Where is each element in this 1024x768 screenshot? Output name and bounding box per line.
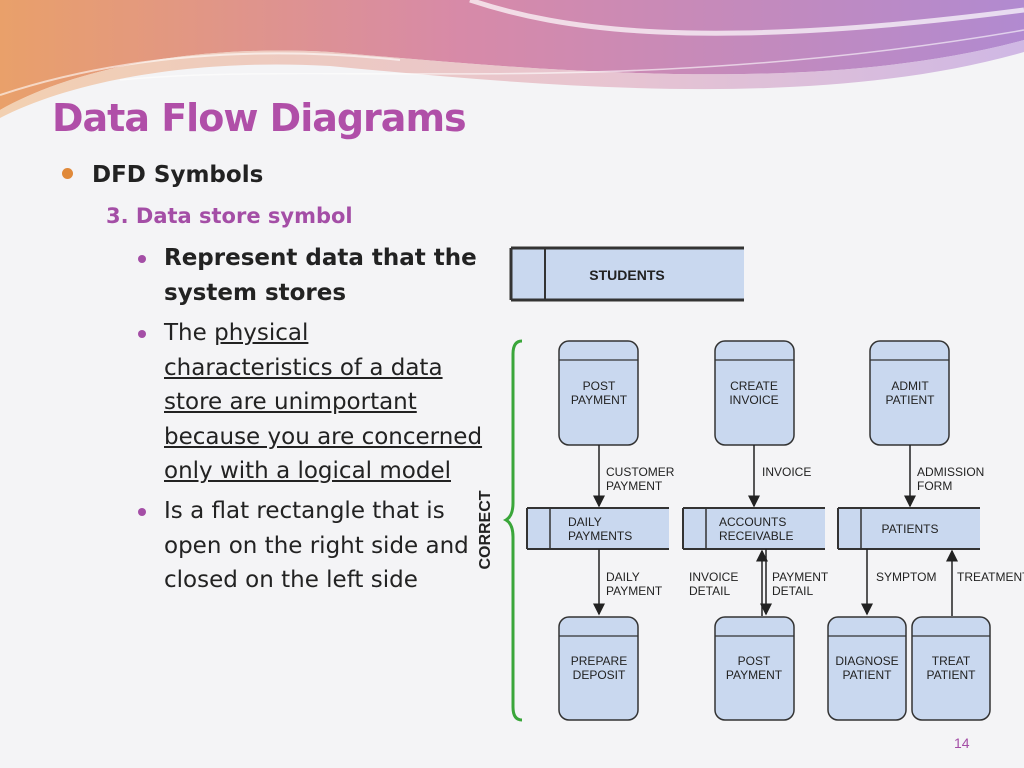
svg-text:DIAGNOSE: DIAGNOSE [835,654,898,668]
svg-text:ACCOUNTS: ACCOUNTS [719,515,786,529]
process-diagnose-patient: DIAGNOSE PATIENT [827,616,907,721]
svg-text:POST: POST [738,654,771,668]
svg-text:PAYMENT: PAYMENT [772,570,829,584]
svg-text:DAILY: DAILY [606,570,640,584]
svg-text:FORM: FORM [917,479,952,493]
svg-text:ADMISSION: ADMISSION [917,465,984,479]
svg-text:DEPOSIT: DEPOSIT [573,668,626,682]
svg-text:POST: POST [583,379,616,393]
correct-label: CORRECT [477,490,494,569]
bullet-dot-icon [138,508,146,516]
svg-text:INVOICE: INVOICE [689,570,738,584]
svg-text:CREATE: CREATE [730,379,778,393]
svg-text:INVOICE: INVOICE [729,393,778,407]
svg-text:TREATMENT: TREATMENT [957,570,1024,584]
svg-text:PAYMENT: PAYMENT [606,584,663,598]
flows-bottom: DAILY PAYMENT INVOICE DETAIL PAYMENT DET… [593,549,1024,616]
svg-text:CUSTOMER: CUSTOMER [606,465,675,479]
svg-text:SYMPTOM: SYMPTOM [876,570,936,584]
store-daily-payments: DAILY PAYMENTS [526,507,669,550]
svg-text:PATIENT: PATIENT [886,393,936,407]
svg-text:TREAT: TREAT [932,654,971,668]
svg-text:PATIENT: PATIENT [927,668,977,682]
slide-title: Data Flow Diagrams [52,96,467,140]
flows-top: CUSTOMER PAYMENT INVOICE ADMISSION FORM [593,445,984,508]
bullet-dot-icon [138,255,146,263]
bullet-item-2: The physical characteristics of a data s… [164,320,483,484]
students-store-label: STUDENTS [589,267,664,283]
svg-text:DAILY: DAILY [568,515,602,529]
process-create-invoice: CREATE INVOICE [714,340,795,446]
svg-text:INVOICE: INVOICE [762,465,811,479]
bullet-item-3: Is a flat rectangle that is open on the … [164,498,469,593]
page-number: 14 [954,735,970,751]
svg-text:DETAIL: DETAIL [772,584,813,598]
process-post-payment-2: POST PAYMENT [714,616,795,721]
bullet-dot-icon [138,330,146,338]
correct-brace: CORRECT [477,339,523,722]
bullet-item-1: Represent data that the system stores [164,245,477,306]
svg-text:RECEIVABLE: RECEIVABLE [719,529,793,543]
process-post-payment: POST PAYMENT [558,340,639,446]
svg-text:PAYMENT: PAYMENT [571,393,628,407]
bullet-dot-icon [62,168,73,179]
svg-text:PAYMENTS: PAYMENTS [568,529,632,543]
svg-text:ADMIT: ADMIT [891,379,929,393]
store-accounts-receivable: ACCOUNTS RECEIVABLE [682,507,825,550]
subheading-data-store: 3. Data store symbol [106,204,353,228]
students-data-store: STUDENTS [509,246,744,302]
svg-text:PREPARE: PREPARE [571,654,627,668]
svg-text:PAYMENT: PAYMENT [606,479,663,493]
process-treat-patient: TREAT PATIENT [911,616,991,721]
svg-text:PATIENTS: PATIENTS [882,522,939,536]
process-admit-patient: ADMIT PATIENT [869,340,950,446]
process-prepare-deposit: PREPARE DEPOSIT [558,616,639,721]
svg-text:PAYMENT: PAYMENT [726,668,783,682]
svg-text:PATIENT: PATIENT [843,668,893,682]
svg-text:DETAIL: DETAIL [689,584,730,598]
dfd-example-diagram: STUDENTS CORRECT POST PAYMENT CREATE INV… [477,246,1024,722]
heading-dfd-symbols: DFD Symbols [92,162,264,188]
store-patients: PATIENTS [837,507,980,550]
